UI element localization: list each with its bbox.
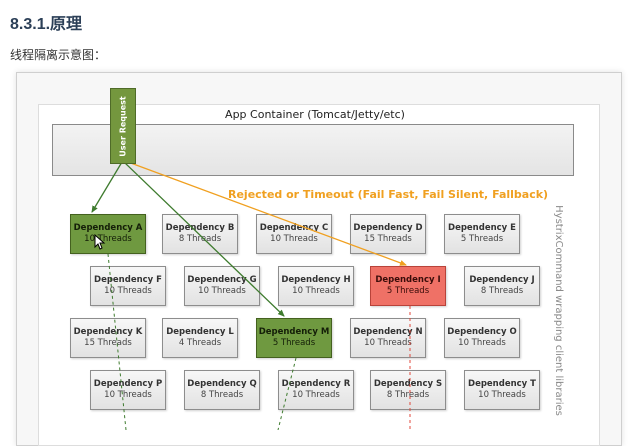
- dependency-p-box: Dependency P 10 Threads: [90, 370, 166, 410]
- dependency-c-box: Dependency C 10 Threads: [256, 214, 332, 254]
- dependency-o-box: Dependency O 10 Threads: [444, 318, 520, 358]
- dependency-threads: 8 Threads: [386, 390, 430, 400]
- dependency-name: Dependency R: [281, 379, 351, 389]
- connector-lines: [91, 161, 411, 430]
- dependency-i-box: Dependency I 5 Threads: [370, 266, 446, 306]
- dependency-l-box: Dependency L 4 Threads: [162, 318, 238, 358]
- app-container-box: [52, 124, 574, 176]
- dependency-a-dashed-line: [107, 253, 127, 430]
- dependency-m-dashed-line: [277, 357, 297, 430]
- dependency-threads: 10 Threads: [292, 390, 340, 400]
- dependency-threads: 10 Threads: [458, 338, 506, 348]
- dependency-name: Dependency P: [93, 379, 163, 389]
- dependency-threads: 4 Threads: [178, 338, 222, 348]
- dependency-name: Dependency A: [73, 223, 143, 233]
- dependency-name: Dependency G: [187, 275, 257, 285]
- dependency-name: Dependency H: [281, 275, 351, 285]
- rejected-label: Rejected or Timeout (Fail Fast, Fail Sil…: [228, 188, 549, 201]
- dependency-d-box: Dependency D 15 Threads: [350, 214, 426, 254]
- dependency-e-box: Dependency E 5 Threads: [444, 214, 520, 254]
- dependency-g-box: Dependency G 10 Threads: [184, 266, 260, 306]
- dependency-name: Dependency D: [353, 223, 423, 233]
- dependency-name: Dependency B: [165, 223, 235, 233]
- dependency-s-box: Dependency S 8 Threads: [370, 370, 446, 410]
- dependency-threads: 5 Threads: [272, 338, 316, 348]
- dependency-threads: 10 Threads: [270, 234, 318, 244]
- dependency-name: Dependency J: [469, 275, 535, 285]
- dependency-name: Dependency M: [258, 327, 330, 337]
- dependency-threads: 10 Threads: [198, 286, 246, 296]
- diagram-caption: 线程隔离示意图：: [10, 48, 107, 62]
- dependency-r-box: Dependency R 10 Threads: [278, 370, 354, 410]
- dependency-name: Dependency L: [166, 327, 234, 337]
- dependency-threads: 10 Threads: [84, 234, 132, 244]
- dependency-name: Dependency K: [73, 327, 143, 337]
- dependency-k-box: Dependency K 15 Threads: [70, 318, 146, 358]
- user-request-box: User Request: [110, 88, 136, 164]
- dependency-threads: 5 Threads: [460, 234, 504, 244]
- section-heading: 8.3.1.原理: [10, 16, 83, 33]
- dependency-threads: 5 Threads: [386, 286, 430, 296]
- dependency-name: Dependency T: [468, 379, 536, 389]
- request-line-to-dependency-m: [123, 161, 285, 317]
- dependency-f-box: Dependency F 10 Threads: [90, 266, 166, 306]
- dependency-h-box: Dependency H 10 Threads: [278, 266, 354, 306]
- dependency-threads: 8 Threads: [200, 390, 244, 400]
- dependency-threads: 10 Threads: [292, 286, 340, 296]
- dependency-name: Dependency Q: [187, 379, 257, 389]
- app-container-title: App Container (Tomcat/Jetty/etc): [225, 108, 405, 121]
- dependency-t-box: Dependency T 10 Threads: [464, 370, 540, 410]
- request-line-to-dependency-i: [127, 161, 407, 266]
- request-line-to-dependency-a: [91, 161, 123, 213]
- dependency-threads: 10 Threads: [104, 286, 152, 296]
- dependency-name: Dependency F: [94, 275, 162, 285]
- dependency-j-box: Dependency J 8 Threads: [464, 266, 540, 306]
- dependency-threads: 10 Threads: [104, 390, 152, 400]
- dependency-name: Dependency C: [259, 223, 329, 233]
- mouse-cursor-icon: [94, 234, 106, 250]
- dependency-a-box: Dependency A 10 Threads: [70, 214, 146, 254]
- dependency-threads: 15 Threads: [84, 338, 132, 348]
- dependency-n-box: Dependency N 10 Threads: [350, 318, 426, 358]
- user-request-label: User Request: [118, 95, 128, 157]
- dependency-threads: 8 Threads: [480, 286, 524, 296]
- dependency-name: Dependency S: [373, 379, 443, 389]
- dependency-name: Dependency E: [448, 223, 516, 233]
- dependency-threads: 10 Threads: [364, 338, 412, 348]
- dependency-q-box: Dependency Q 8 Threads: [184, 370, 260, 410]
- dependency-b-box: Dependency B 8 Threads: [162, 214, 238, 254]
- dependency-threads: 10 Threads: [478, 390, 526, 400]
- dependency-threads: 8 Threads: [178, 234, 222, 244]
- dependency-m-box: Dependency M 5 Threads: [256, 318, 332, 358]
- dependency-threads: 15 Threads: [364, 234, 412, 244]
- dependency-name: Dependency I: [375, 275, 441, 285]
- dependency-name: Dependency O: [447, 327, 517, 337]
- dependency-name: Dependency N: [353, 327, 423, 337]
